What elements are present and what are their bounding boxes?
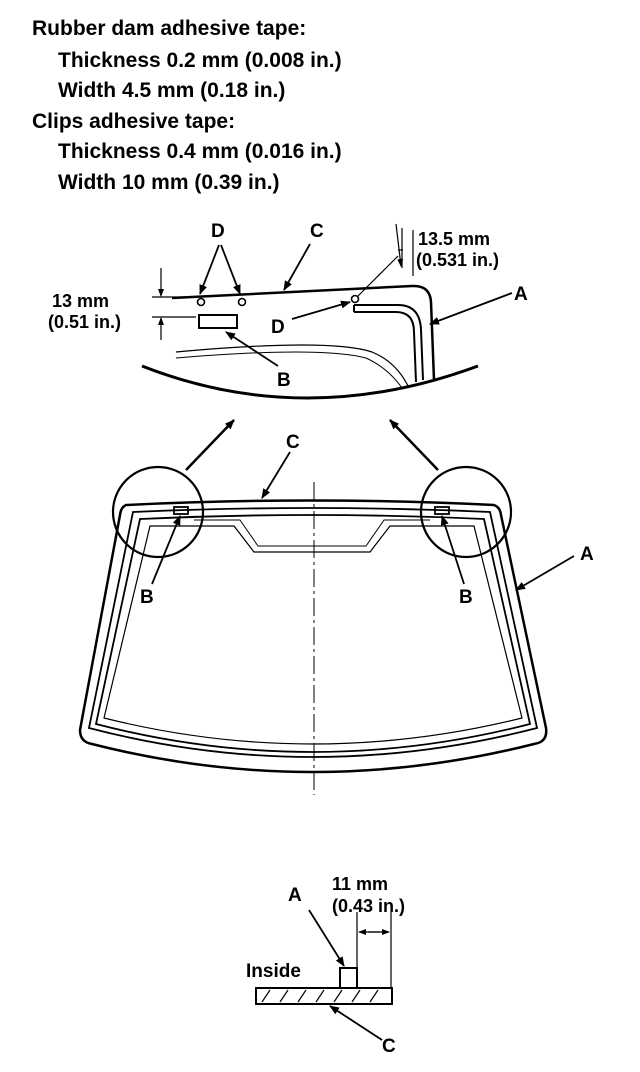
hole-d	[350, 294, 360, 304]
section-label-c: C	[382, 1036, 396, 1057]
frit-border	[103, 525, 523, 745]
clip-tape-b-left	[173, 506, 189, 515]
detail-bubble-curve	[141, 364, 479, 400]
leader-a	[429, 292, 513, 325]
rubber-dam-a-inner	[354, 304, 424, 381]
leader-c	[261, 451, 291, 499]
clips-spec-title: Clips adhesive tape:	[32, 110, 236, 133]
windshield-overview	[78, 451, 575, 795]
cross-section	[255, 909, 393, 1041]
label-a: A	[514, 284, 528, 305]
dim-top-in: (0.531 in.)	[416, 250, 500, 270]
windshield-label-c: C	[286, 432, 300, 453]
leader-c	[329, 1005, 383, 1041]
windshield-label-b-left: B	[140, 587, 154, 608]
leader-d	[199, 244, 220, 295]
rubber-dam-a	[87, 507, 539, 758]
enlarged-corner-detail	[141, 223, 513, 400]
section-label-a: A	[288, 885, 302, 906]
label-c: C	[310, 221, 324, 242]
windshield-label-a: A	[580, 544, 594, 565]
section-dim-mm: 11 mm	[332, 874, 389, 894]
leader-c	[283, 243, 311, 291]
rubber-dam-section-a	[339, 967, 358, 989]
hole-d	[237, 297, 247, 307]
rubber-dam-spec-title: Rubber dam adhesive tape:	[32, 17, 307, 40]
zoom-arrow-left	[185, 419, 235, 471]
zoom-arrow-right	[389, 419, 439, 471]
clips-width: Width 10 mm (0.39 in.)	[58, 171, 280, 194]
section-label-inside: Inside	[246, 961, 301, 982]
rubber-dam-width: Width 4.5 mm (0.18 in.)	[58, 79, 286, 102]
glass-edge-c	[171, 284, 436, 381]
leader-d	[220, 244, 241, 295]
label-b: B	[277, 370, 291, 391]
clips-thickness: Thickness 0.4 mm (0.016 in.)	[58, 140, 342, 163]
dim-left-mm: 13 mm	[52, 291, 110, 311]
leader-a	[308, 909, 345, 967]
leader-d	[291, 300, 351, 320]
clip-tape-b	[198, 314, 238, 329]
leader-b-left	[151, 515, 181, 585]
windshield-label-b-right: B	[459, 587, 473, 608]
leader-a	[515, 555, 575, 591]
rubber-dam-a-outer	[354, 311, 417, 383]
detail-circle-left	[111, 465, 205, 559]
rubber-dam-thickness: Thickness 0.2 mm (0.008 in.)	[58, 49, 342, 72]
glass-section-c	[255, 987, 393, 1005]
dim-left-in: (0.51 in.)	[48, 312, 122, 332]
hole-d	[196, 297, 206, 307]
dim-top-mm: 13.5 mm	[418, 229, 491, 249]
section-dim-in: (0.43 in.)	[332, 896, 406, 916]
leader-b-right	[440, 515, 465, 585]
label-d: D	[271, 317, 285, 338]
label-d: D	[211, 221, 225, 242]
clip-tape-b-right	[434, 506, 450, 515]
detail-circle-right	[419, 465, 513, 559]
leader-b	[225, 331, 279, 367]
windshield-glass-c	[78, 499, 548, 774]
